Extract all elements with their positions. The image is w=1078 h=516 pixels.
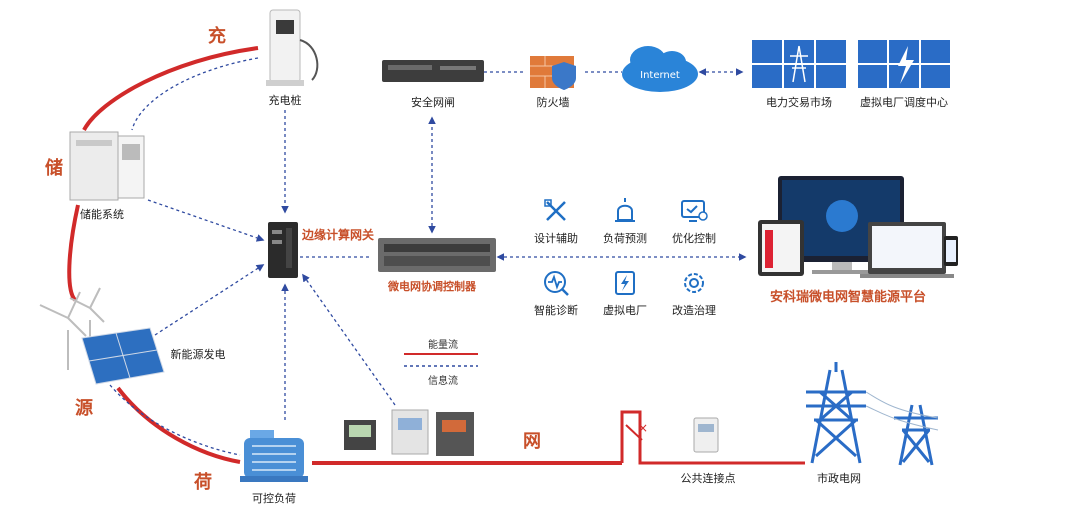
corner-charge: 充: [208, 26, 226, 47]
vpp-center-icon: [858, 40, 950, 88]
corner-grid: 网: [523, 431, 541, 452]
corner-store: 储: [45, 158, 63, 179]
firewall-icon: [530, 56, 576, 90]
energy-arc-left: [67, 204, 80, 302]
pcc-label: 公共连接点: [680, 472, 736, 485]
function-optimize: 优化控制: [659, 196, 729, 246]
function-vpp: 虚拟电厂: [590, 268, 660, 318]
function-forecast: 负荷预测: [590, 196, 660, 246]
corner-source: 源: [75, 398, 93, 419]
pcc-meter-icon: [693, 417, 719, 453]
function-label: 改造治理: [672, 304, 716, 317]
function-design: 设计辅助: [521, 196, 591, 246]
charging-pile-label: 充电桩: [268, 94, 302, 107]
controllable-load-label: 可控负荷: [252, 492, 296, 505]
meters-icon: [344, 409, 474, 456]
motor-icon: [240, 430, 308, 482]
internet-cloud-icon: [622, 46, 698, 92]
vpp-center-label: 虚拟电厂调度中心: [860, 96, 948, 109]
function-diagnosis: 智能诊断: [521, 268, 591, 318]
power-market-icon: [752, 40, 846, 88]
edge-gateway-icon: [268, 222, 298, 278]
transmission-tower-icon: [806, 362, 938, 466]
info-meters-gateway: [302, 273, 396, 406]
corner-load: 荷: [194, 472, 212, 493]
monitor-settings-icon: [681, 200, 708, 222]
storage-system-label: 储能系统: [80, 208, 124, 221]
internet-label: Internet: [640, 70, 680, 81]
function-label: 智能诊断: [534, 304, 578, 317]
legend-info-label: 信息流: [428, 376, 458, 387]
energy-arc-bottom: [116, 386, 241, 464]
function-label: 优化控制: [672, 232, 716, 245]
controller-label: 微电网协调控制器: [388, 280, 476, 293]
energy-switch: [620, 410, 805, 465]
gear-icon: [684, 273, 704, 293]
info-arc-bottom: [109, 384, 241, 456]
storage-cabinet-icon: [69, 131, 145, 201]
platform-screens-icon: [758, 176, 958, 278]
controller-rack-icon: [378, 238, 496, 272]
edge-gateway-label: 边缘计算网关: [302, 228, 375, 242]
security-gateway-label: 安全网闸: [411, 96, 455, 109]
info-renew-gateway: [154, 264, 265, 336]
alarm-lamp-icon: [615, 198, 635, 222]
lightning-plant-icon: [615, 271, 635, 295]
renewable-label: 新能源发电: [170, 348, 226, 361]
energy-arc-top: [82, 46, 259, 131]
power-market-label: 电力交易市场: [766, 96, 832, 109]
security-gateway-icon: [382, 60, 484, 82]
diagnosis-wave-icon: [544, 271, 569, 296]
info-arc-top: [131, 57, 259, 131]
platform-label: 安科瑞微电网智慧能源平台: [770, 290, 927, 305]
info-storage-gateway: [147, 199, 265, 242]
function-label: 虚拟电厂: [603, 304, 647, 317]
function-retrofit: 改造治理: [659, 268, 729, 318]
function-label: 负荷预测: [603, 232, 647, 245]
legend-energy-label: 能量流: [428, 340, 458, 351]
switch-blade: [625, 424, 643, 441]
switch-x: ×: [638, 421, 648, 435]
utility-grid-label: 市政电网: [817, 472, 861, 485]
firewall-label: 防火墙: [536, 96, 570, 109]
solar-panel-icon: [81, 327, 165, 385]
function-label: 设计辅助: [534, 232, 578, 245]
design-tools-icon: [544, 199, 566, 221]
charging-pile-icon: [266, 9, 319, 86]
